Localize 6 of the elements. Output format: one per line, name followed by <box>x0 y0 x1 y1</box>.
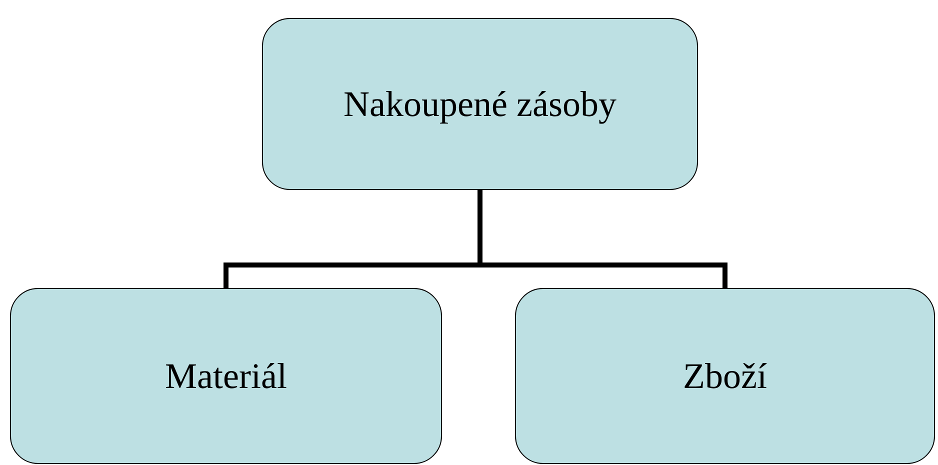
box-label: Materiál <box>165 355 287 397</box>
rounded-box <box>515 288 935 464</box>
box-label: Zboží <box>683 355 767 397</box>
rounded-box <box>10 288 442 464</box>
box-label: Nakoupené zásoby <box>344 83 616 125</box>
rounded-box <box>262 18 698 190</box>
